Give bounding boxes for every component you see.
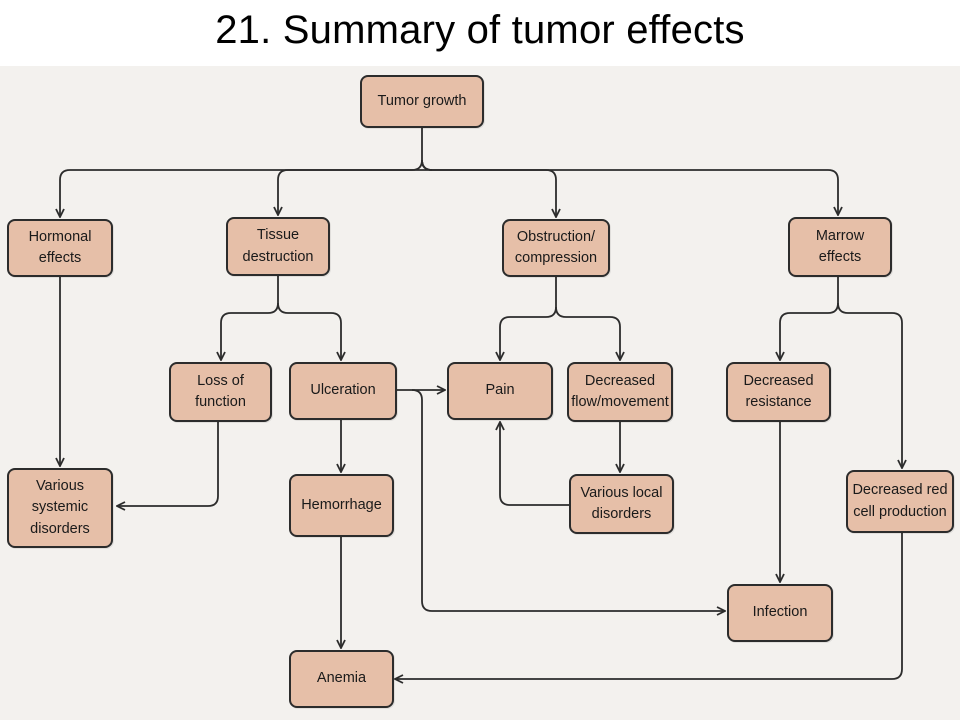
edge-obstruction-to-flow: [555, 306, 620, 360]
edge-redcell-to-anemia: [395, 533, 903, 679]
node-hemorrhage: Hemorrhage: [289, 474, 394, 537]
edge-local-to-pain: [500, 422, 569, 506]
edge-tissue-to-ulceration: [277, 302, 341, 360]
slide-title: 21. Summary of tumor effects: [215, 8, 745, 52]
edge-ulceration-to-infection: [411, 389, 725, 611]
edge-tumor-to-tissue: [278, 159, 433, 215]
edge-tumor-to-marrow: [421, 159, 838, 215]
edge-tissue-to-loss: [221, 276, 279, 360]
edge-marrow-to-redcell: [837, 302, 902, 468]
node-anemia: Anemia: [289, 650, 394, 708]
node-ulceration: Ulceration: [289, 362, 397, 420]
node-various-systemic-disorders: Various systemic disorders: [7, 468, 113, 548]
node-infection: Infection: [727, 584, 833, 642]
edge-marrow-to-resistance: [780, 277, 839, 360]
edge-loss-to-systemic: [117, 422, 219, 506]
node-pain: Pain: [447, 362, 553, 420]
node-obstruction-compression: Obstruction/ compression: [502, 219, 610, 277]
node-decreased-resistance: Decreased resistance: [726, 362, 831, 422]
node-loss-of-function: Loss of function: [169, 362, 272, 422]
edge-tumor-trunk: [60, 128, 423, 217]
node-hormonal-effects: Hormonal effects: [7, 219, 113, 277]
edge-obstruction-to-pain: [500, 277, 557, 360]
node-marrow-effects: Marrow effects: [788, 217, 892, 277]
node-tissue-destruction: Tissue destruction: [226, 217, 330, 276]
node-various-local-disorders: Various local disorders: [569, 474, 674, 534]
node-decreased-red-cell-production: Decreased red cell production: [846, 470, 954, 533]
node-tumor-growth: Tumor growth: [360, 75, 484, 128]
edge-tumor-to-obstruction: [421, 159, 556, 217]
node-decreased-flow-movement: Decreased flow/movement: [567, 362, 673, 422]
